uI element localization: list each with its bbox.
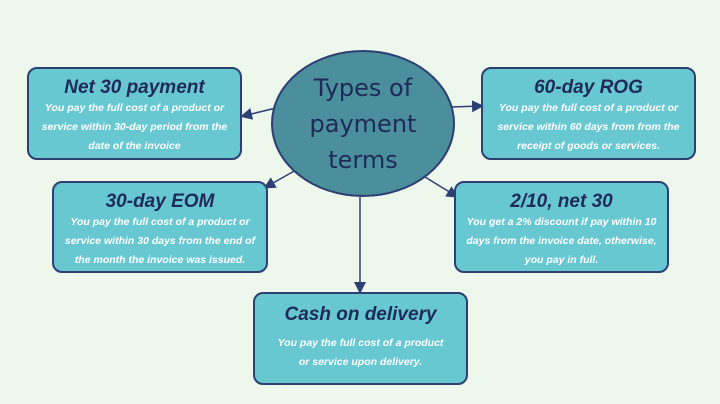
- central-node: Types of payment terms: [271, 50, 455, 197]
- card-heading: 60-day ROG: [534, 77, 643, 98]
- arrow-to-2-10-net-30: [424, 176, 459, 198]
- card-description: You get a 2% discount if pay within 10 d…: [466, 216, 657, 266]
- card-description: You pay the full cost of a product or se…: [64, 216, 256, 266]
- card-heading: Cash on delivery: [284, 304, 437, 325]
- card-description: You pay the full cost of a product or se…: [497, 102, 680, 152]
- card-cash-on-delivery: Cash on delivery You pay the full cost o…: [253, 292, 468, 385]
- central-title: Types of payment terms: [309, 73, 417, 174]
- arrow-to-60-day-rog: [450, 100, 484, 113]
- arrow-to-30-day-eom: [263, 169, 297, 189]
- card-heading: 2/10, net 30: [510, 191, 613, 212]
- card-heading: 30-day EOM: [105, 191, 215, 212]
- card-60-day-rog: 60-day ROG You pay the full cost of a pr…: [481, 67, 696, 160]
- card-description: You pay the full cost of a product or se…: [41, 102, 228, 152]
- card-2-10-net-30: 2/10, net 30 You get a 2% discount if pa…: [454, 181, 669, 273]
- card-heading: Net 30 payment: [64, 77, 205, 98]
- card-description: You pay the full cost of a product or se…: [277, 337, 444, 368]
- arrow-to-net-30: [240, 107, 277, 120]
- card-net-30-payment: Net 30 payment You pay the full cost of …: [27, 67, 242, 160]
- card-30-day-eom: 30-day EOM You pay the full cost of a pr…: [52, 181, 268, 273]
